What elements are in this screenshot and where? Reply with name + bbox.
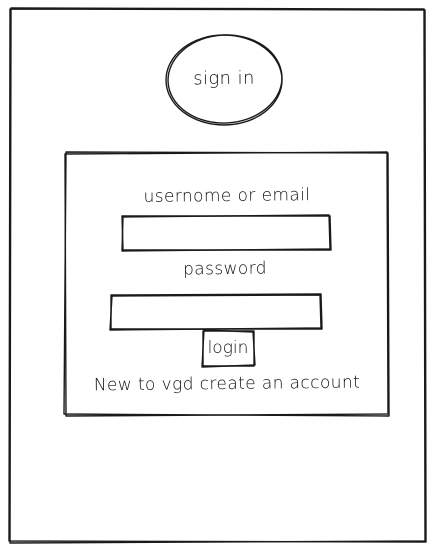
password-input[interactable] [112,296,320,328]
password-label: password [182,258,268,280]
create-account-link[interactable]: New to vgd create an account [93,372,361,396]
username-label: usernome or email [143,185,311,207]
page-title: sign in [193,67,255,90]
username-input[interactable] [123,217,328,249]
login-button[interactable]: login [203,331,253,366]
